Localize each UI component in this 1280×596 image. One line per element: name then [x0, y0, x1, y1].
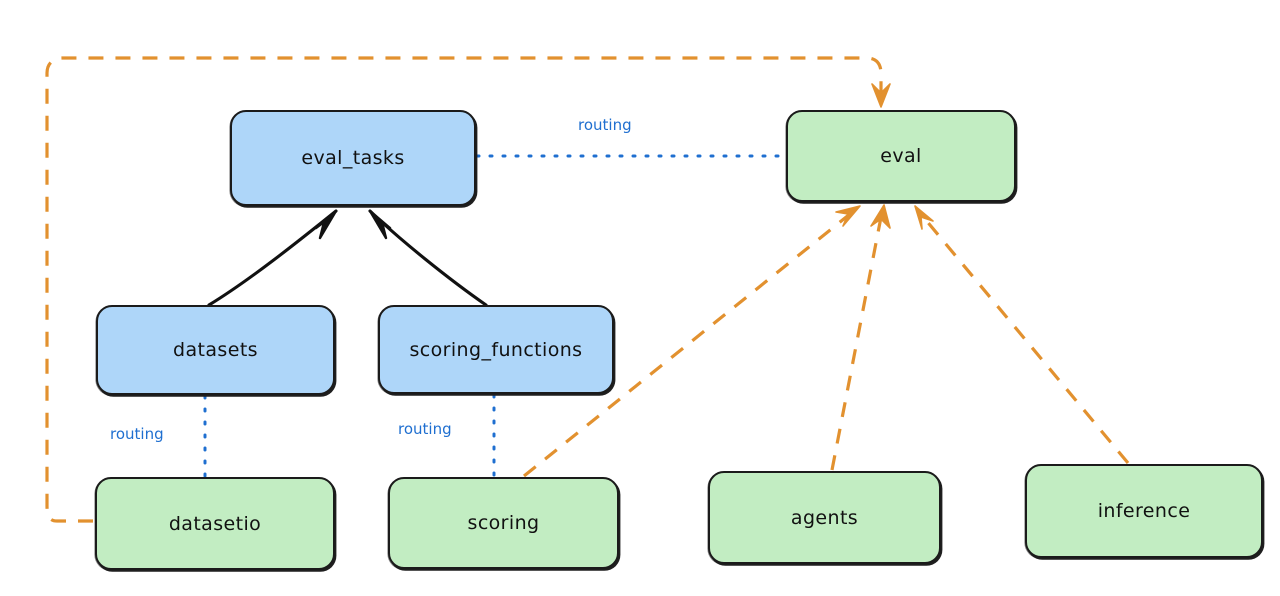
node-label-eval-tasks: eval_tasks [301, 147, 405, 169]
node-scoring-functions[interactable]: scoring_functions [378, 305, 614, 394]
node-label-scoring: scoring [467, 512, 540, 534]
node-inference[interactable]: inference [1025, 464, 1263, 558]
node-eval-tasks[interactable]: eval_tasks [230, 110, 476, 206]
node-eval[interactable]: eval [786, 110, 1016, 202]
node-label-scoring-functions: scoring_functions [409, 338, 583, 361]
node-label-datasetio: datasetio [168, 512, 262, 535]
edge-label-routing-scoring-functions-scoring: routing [398, 420, 452, 438]
node-scoring[interactable]: scoring [388, 477, 619, 569]
node-label-eval: eval [880, 145, 922, 167]
edge-label-routing-datasets-datasetio: routing [110, 425, 164, 443]
edge-label-routing-eval-tasks-eval: routing [578, 116, 632, 134]
node-datasets[interactable]: datasets [96, 305, 335, 395]
edge-inference-to-eval [914, 205, 1130, 465]
node-label-datasets: datasets [173, 339, 258, 361]
node-datasetio[interactable]: datasetio [95, 477, 335, 570]
edge-scoring-functions-to-eval-tasks [368, 209, 488, 307]
node-agents[interactable]: agents [708, 471, 941, 564]
node-label-inference: inference [1097, 500, 1191, 522]
node-label-agents: agents [790, 506, 859, 529]
edge-datasets-to-eval-tasks [207, 209, 338, 307]
edge-agents-to-eval [830, 204, 891, 471]
